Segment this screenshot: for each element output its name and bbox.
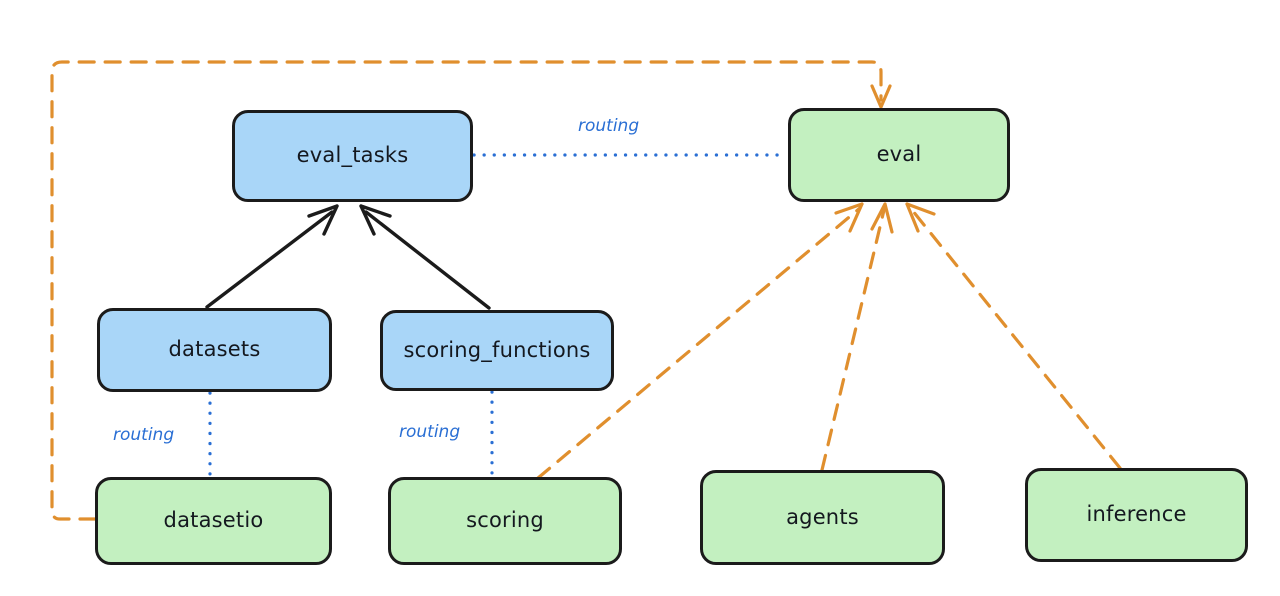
node-label: scoring [466,508,544,533]
node-datasets[interactable]: datasets [97,308,332,392]
edge-agents-eval [820,202,894,472]
node-label: eval_tasks [296,143,409,168]
arrowhead [307,204,339,236]
node-label: inference [1086,502,1187,527]
node-eval[interactable]: eval [788,108,1010,202]
edge-datasets-eval_tasks [205,204,339,309]
edge-label-routing-eval: routing [578,116,640,136]
node-eval_tasks[interactable]: eval_tasks [232,110,473,202]
edge-scoring_functions-eval_tasks [359,204,491,310]
arrowhead [834,202,864,233]
edge-line [364,210,491,310]
node-label: agents [786,504,859,529]
edge-line [910,208,1122,470]
edge-label-routing-datasetio: routing [113,425,175,445]
node-label: scoring_functions [403,337,591,362]
arrowhead [905,202,936,233]
arrowhead [870,202,894,234]
edge-line [536,206,862,480]
node-agents[interactable]: agents [700,470,945,565]
node-label: datasetio [163,508,264,533]
node-label: datasets [168,337,261,362]
edge-scoring-eval [536,202,864,480]
arrowhead [870,84,892,109]
node-label: eval [876,142,922,167]
edge-line [50,60,883,521]
arrowhead [359,204,392,236]
edge-label-routing-scoring: routing [399,422,461,442]
node-datasetio[interactable]: datasetio [95,477,332,565]
edge-line [820,208,886,472]
node-scoring[interactable]: scoring [388,477,622,565]
edge-datasetio-eval [50,60,892,521]
node-inference[interactable]: inference [1025,468,1248,562]
edge-inference-eval [905,202,1122,470]
edge-line [205,210,334,309]
node-scoring_functions[interactable]: scoring_functions [380,310,614,391]
